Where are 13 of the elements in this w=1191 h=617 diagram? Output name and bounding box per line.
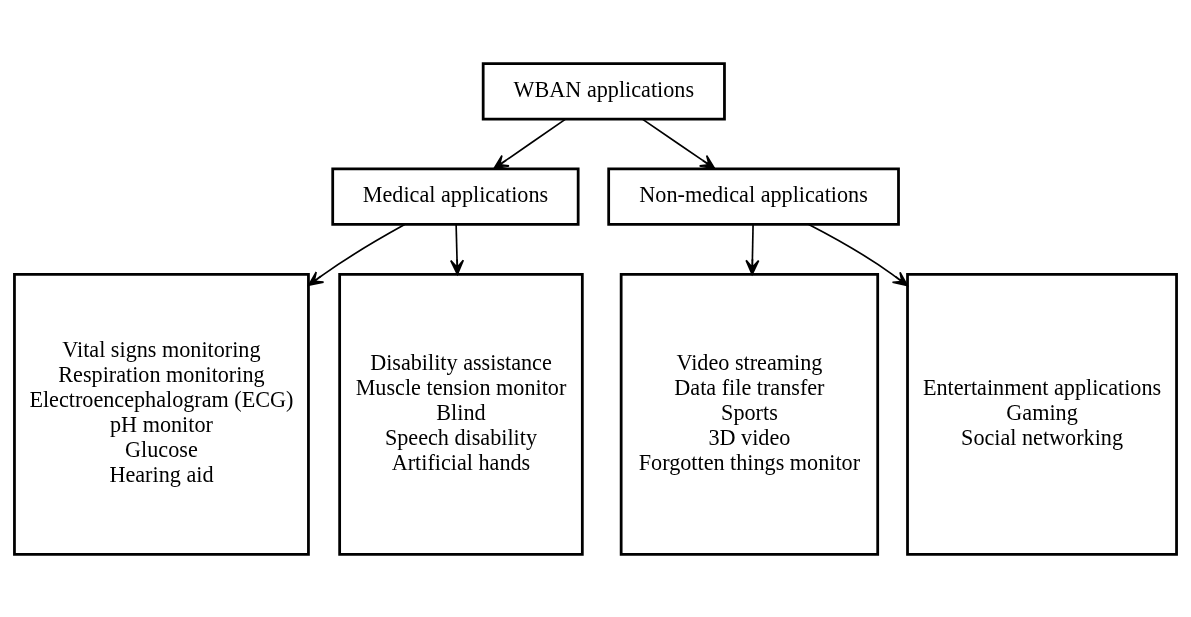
arrow — [493, 117, 567, 169]
arrow — [745, 223, 760, 275]
arrow — [641, 117, 716, 169]
node-box: Disability assistance Muscle tension monitor Blind Speech disability Artificial hands — [338, 272, 584, 556]
node-box: Video streaming Data file transfer Sports 3D video Forgotten things monitor — [619, 272, 880, 556]
node-box: Medical applications — [331, 167, 580, 226]
arrow — [450, 223, 465, 275]
arrow — [307, 223, 406, 286]
node-box: Vital signs monitoring Respiration monitoring Electroencephalogram (ECG) pH monitor Glucose Hearing aid — [13, 272, 310, 556]
node-box: Non-medical applications — [607, 167, 900, 226]
arrow — [807, 223, 909, 286]
node-box: WBAN applications — [481, 61, 726, 120]
node-box: Entertainment applications Gaming Social networking — [906, 272, 1178, 556]
